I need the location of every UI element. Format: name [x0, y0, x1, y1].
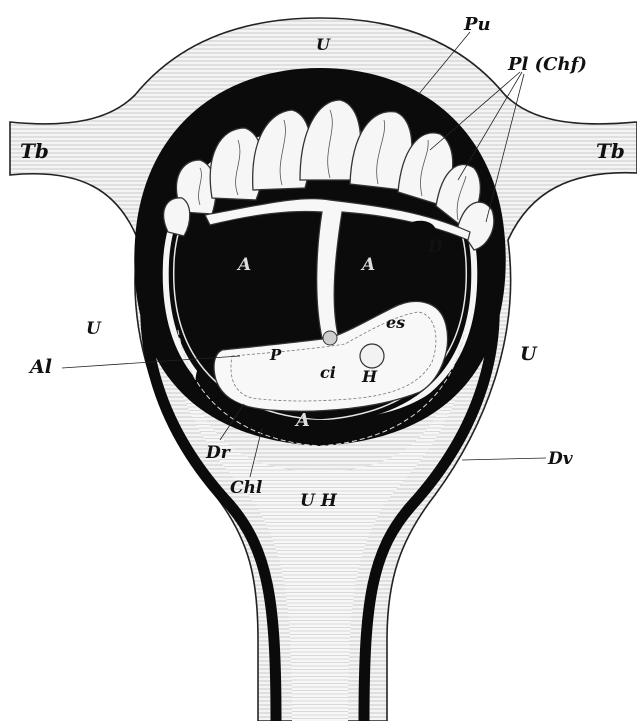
- label-pl-chf: Pl (Chf): [507, 54, 587, 75]
- amnion-left: [189, 220, 318, 356]
- label-h: H: [361, 367, 378, 386]
- label-u-top: U: [316, 35, 331, 54]
- label-a-left: A: [236, 255, 251, 275]
- label-p: P: [269, 346, 282, 364]
- yolk-vesicle: [323, 331, 337, 345]
- label-ci: ci: [320, 363, 336, 382]
- label-a-bottom: A: [294, 410, 310, 431]
- label-al: Al: [28, 356, 52, 378]
- label-dv: Dv: [547, 449, 574, 469]
- label-d: D: [427, 237, 443, 257]
- label-pu: Pu: [463, 14, 491, 35]
- leader-dv: [462, 458, 546, 460]
- label-a-right: A: [360, 255, 375, 275]
- heart-vesicle: [360, 344, 384, 368]
- label-tb-right: Tb: [596, 139, 625, 163]
- label-es: es: [386, 313, 405, 332]
- label-u-right: U: [520, 343, 538, 365]
- label-chl: Chl: [230, 478, 263, 498]
- label-tb-left: Tb: [20, 139, 49, 163]
- label-dr: Dr: [205, 443, 231, 463]
- label-u-left: U: [86, 319, 102, 339]
- label-uh: U H: [300, 491, 338, 511]
